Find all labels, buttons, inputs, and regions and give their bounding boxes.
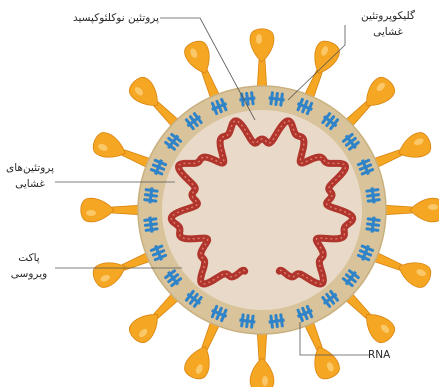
- label-glycoprotein: گلیکوپروتئین غشایی: [348, 8, 428, 40]
- label-envelope-line1: پاکت: [4, 250, 54, 266]
- label-membrane-line1: پروتئین‌های: [0, 160, 60, 176]
- label-nucleoprotein: پروتئین نوکلئوکپسید: [36, 10, 196, 26]
- label-envelope-line2: ویروسی: [4, 266, 54, 282]
- label-viral-envelope: پاکت ویروسی: [4, 250, 54, 282]
- spike: [81, 198, 144, 222]
- label-membrane-line2: غشایی: [0, 176, 60, 192]
- spike: [250, 328, 274, 387]
- label-glycoprotein-line1: گلیکوپروتئین: [348, 8, 428, 24]
- spike: [380, 198, 439, 222]
- spike: [250, 29, 274, 92]
- label-rna: RNA: [368, 347, 408, 363]
- label-glycoprotein-line2: غشایی: [348, 24, 428, 40]
- label-membrane-proteins: پروتئین‌های غشایی: [0, 160, 60, 192]
